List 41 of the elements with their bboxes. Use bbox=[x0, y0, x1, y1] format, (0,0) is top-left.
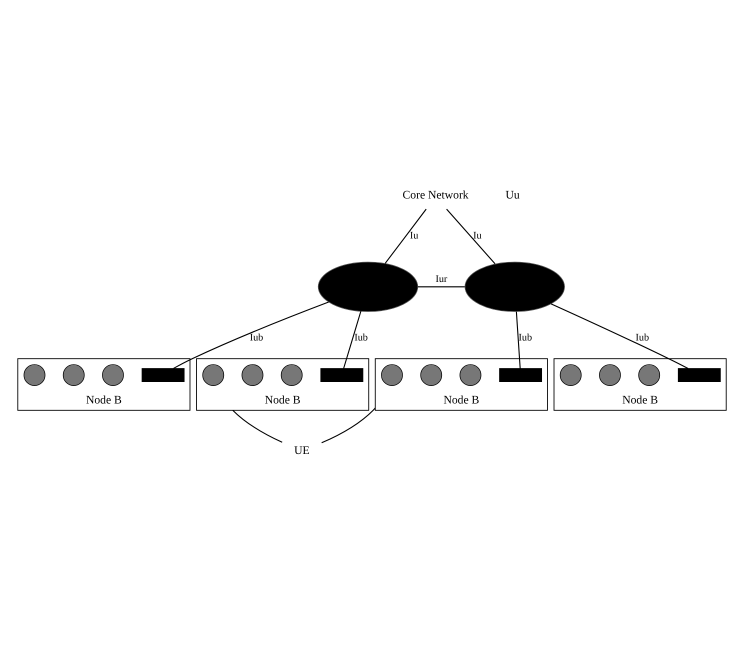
edge-label: Iub bbox=[636, 332, 650, 344]
node-text: Core Network bbox=[402, 188, 469, 202]
cluster: Node B bbox=[17, 358, 190, 410]
connector bbox=[550, 302, 688, 368]
node-circle bbox=[460, 364, 482, 386]
edge-label: Iub bbox=[518, 332, 532, 344]
node-circle bbox=[560, 364, 582, 386]
connector bbox=[446, 208, 496, 264]
node-box bbox=[142, 368, 185, 382]
node-text: UE bbox=[294, 443, 310, 456]
node-circle bbox=[62, 364, 85, 386]
node-circle bbox=[638, 364, 660, 386]
edge-label: Iub bbox=[250, 332, 264, 344]
node-circle bbox=[420, 364, 442, 386]
connector bbox=[516, 311, 521, 368]
connector bbox=[173, 301, 329, 368]
node-box bbox=[678, 368, 721, 382]
connector bbox=[418, 286, 465, 287]
connector bbox=[321, 407, 376, 443]
node-circle bbox=[381, 364, 403, 386]
edge-label: Iub bbox=[354, 332, 368, 344]
edge-label: Iu bbox=[410, 230, 418, 241]
node-circle bbox=[599, 364, 621, 386]
node-circle bbox=[202, 364, 224, 386]
node-circle bbox=[242, 364, 264, 386]
connector bbox=[232, 409, 282, 442]
label: Uu bbox=[505, 188, 520, 202]
cluster: Node B bbox=[374, 358, 548, 410]
node-circle bbox=[102, 364, 124, 386]
connector bbox=[343, 310, 362, 368]
node-ellipse bbox=[318, 261, 418, 312]
node-ellipse bbox=[464, 261, 565, 312]
node-box bbox=[320, 368, 364, 382]
node-circle bbox=[24, 364, 46, 386]
edge-label: Iu bbox=[473, 230, 482, 241]
edge-label: Iur bbox=[435, 273, 448, 284]
node-circle bbox=[280, 364, 303, 386]
cluster: Node B bbox=[554, 358, 727, 410]
cluster: Node B bbox=[196, 358, 370, 410]
connector bbox=[384, 208, 427, 264]
node-box bbox=[499, 368, 542, 382]
